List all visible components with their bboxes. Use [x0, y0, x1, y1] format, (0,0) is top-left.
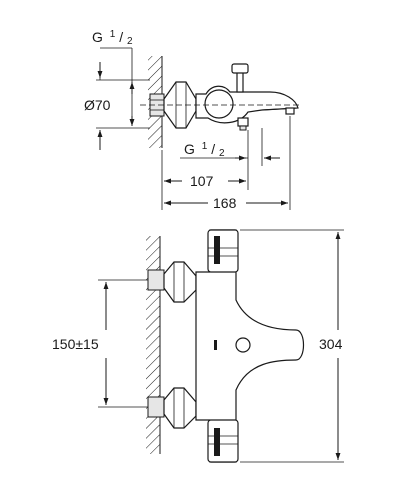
inlet-connector-upper — [147, 269, 165, 291]
front-view: 150±15 304 — [52, 229, 344, 463]
spacing-label: 150±15 — [52, 336, 99, 352]
wall-hatch-bottom — [146, 236, 160, 454]
side-view: G 1 / 2 Ø70 G 1 / 2 107 168 — [84, 24, 300, 211]
diverter-stem — [236, 71, 244, 93]
thread-label-bottom: G 1 / 2 — [184, 136, 225, 159]
escutcheon-lower — [163, 387, 197, 429]
temperature-handle — [207, 229, 239, 273]
inlet-connector-lower — [147, 396, 165, 418]
thread-label-top: G 1 / 2 — [92, 24, 133, 47]
shower-outlet — [237, 117, 249, 127]
diverter-button — [235, 337, 251, 353]
spout-outlet — [285, 107, 295, 115]
flow-handle — [207, 419, 239, 463]
height-label: 304 — [319, 336, 343, 352]
escutcheon-upper — [163, 261, 197, 303]
diameter-label: Ø70 — [84, 97, 111, 113]
depth-short-label: 107 — [190, 173, 214, 189]
depth-long-label: 168 — [213, 195, 237, 211]
diverter-knob — [231, 63, 249, 74]
